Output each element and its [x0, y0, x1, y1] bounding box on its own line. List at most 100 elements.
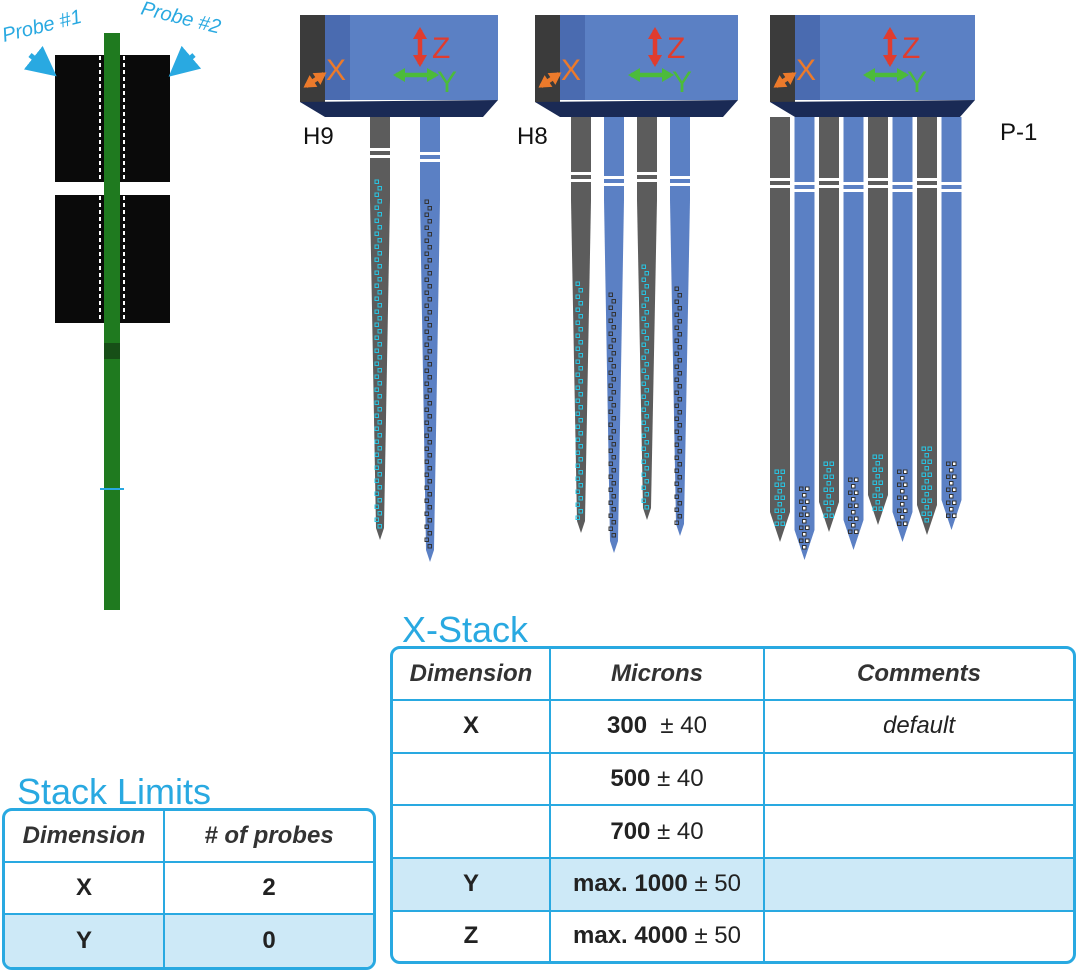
electrode-site	[611, 403, 616, 408]
electrode-site	[677, 384, 682, 389]
electrode-site	[575, 372, 580, 377]
electrode-site	[952, 500, 957, 505]
electrode-site	[374, 244, 379, 249]
electrode-site	[427, 544, 432, 549]
electrode-site	[427, 518, 432, 523]
electrode-site	[878, 467, 883, 472]
electrode-site	[377, 342, 382, 347]
electrode-site	[949, 468, 954, 473]
probe-shank	[867, 117, 889, 525]
electrode-site	[641, 472, 646, 477]
x-stack-microns-cell: max. 4000 ± 50	[551, 911, 765, 961]
electrode-site	[946, 461, 951, 466]
electrode-site	[575, 333, 580, 338]
electrode-site	[823, 487, 828, 492]
electrode-site	[674, 442, 679, 447]
electrode-site	[677, 397, 682, 402]
z-axis-label: Z	[902, 32, 920, 65]
electrode-site	[575, 476, 580, 481]
electrode-site	[903, 495, 908, 500]
electrode-site	[927, 511, 932, 516]
electrode-site	[424, 212, 429, 217]
electrode-site	[374, 361, 379, 366]
electrode-site	[374, 413, 379, 418]
electrode-site	[644, 349, 649, 354]
stack-limits-probes-cell: 0	[165, 915, 373, 967]
electrode-site	[377, 524, 382, 529]
electrode-site	[848, 503, 853, 508]
electrode-site	[878, 506, 883, 511]
electrode-site	[854, 490, 859, 495]
electrode-site	[424, 277, 429, 282]
probe-2-arrow-icon	[168, 45, 202, 77]
electrode-site	[927, 459, 932, 464]
z-axis-arrow-icon	[413, 27, 427, 67]
electrode-site	[677, 306, 682, 311]
probe-1-label: Probe #1	[0, 6, 84, 47]
probe-shank	[916, 117, 938, 535]
x-stack-comment-cell: default	[765, 701, 1073, 754]
electrode-site	[924, 492, 929, 497]
electrode-site	[641, 485, 646, 490]
probe-shank	[940, 117, 963, 530]
electrode-site	[424, 381, 429, 386]
electrode-site	[674, 429, 679, 434]
electrode-site	[578, 340, 583, 345]
electrode-site	[424, 433, 429, 438]
electrode-site	[677, 345, 682, 350]
electrode-site	[377, 498, 382, 503]
table-row: 500 ± 40	[393, 753, 1073, 807]
electrode-site	[799, 512, 804, 517]
electrode-site	[674, 416, 679, 421]
electrode-site	[924, 466, 929, 471]
electrode-site	[644, 323, 649, 328]
electrode-site	[644, 388, 649, 393]
electrode-site	[374, 478, 379, 483]
electrode-site	[575, 385, 580, 390]
electrode-site	[875, 487, 880, 492]
electrode-site	[424, 420, 429, 425]
electrode-site	[377, 238, 382, 243]
electrode-site	[805, 538, 810, 543]
electrode-site	[424, 199, 429, 204]
electrode-site	[377, 355, 382, 360]
electrode-site	[780, 469, 785, 474]
electrode-site	[921, 459, 926, 464]
electrode-site	[674, 338, 679, 343]
electrode-site	[802, 506, 807, 511]
electrode-site	[608, 357, 613, 362]
electrode-site	[641, 277, 646, 282]
electrode-site	[427, 375, 432, 380]
table-row: 700 ± 40	[393, 806, 1073, 860]
electrode-site	[575, 515, 580, 520]
electrode-site	[878, 493, 883, 498]
electrode-site	[578, 405, 583, 410]
electrode-site	[611, 507, 616, 512]
table-row: Y 0	[5, 915, 373, 967]
electrode-site	[611, 520, 616, 525]
electrode-site	[777, 515, 782, 520]
electrode-site	[674, 481, 679, 486]
electrode-site	[921, 446, 926, 451]
electrode-site	[427, 453, 432, 458]
electrode-site	[424, 342, 429, 347]
probe-shank	[369, 117, 391, 540]
electrode-site	[424, 368, 429, 373]
electrode-site	[641, 446, 646, 451]
electrode-site	[848, 490, 853, 495]
electrode-site	[674, 403, 679, 408]
x-axis-label: X	[326, 54, 346, 87]
electrode-site	[829, 461, 834, 466]
y-axis-arrow-icon	[863, 68, 909, 82]
electrode-site	[952, 474, 957, 479]
electrode-site	[377, 394, 382, 399]
probe-shank	[891, 117, 914, 542]
electrode-site	[611, 533, 616, 538]
x-stack-header-microns: Microns	[551, 649, 765, 701]
z-axis-arrow-icon	[648, 27, 662, 67]
electrode-site	[927, 446, 932, 451]
electrode-site	[674, 468, 679, 473]
electrode-site	[641, 381, 646, 386]
electrode-site	[641, 303, 646, 308]
electrode-site	[374, 335, 379, 340]
